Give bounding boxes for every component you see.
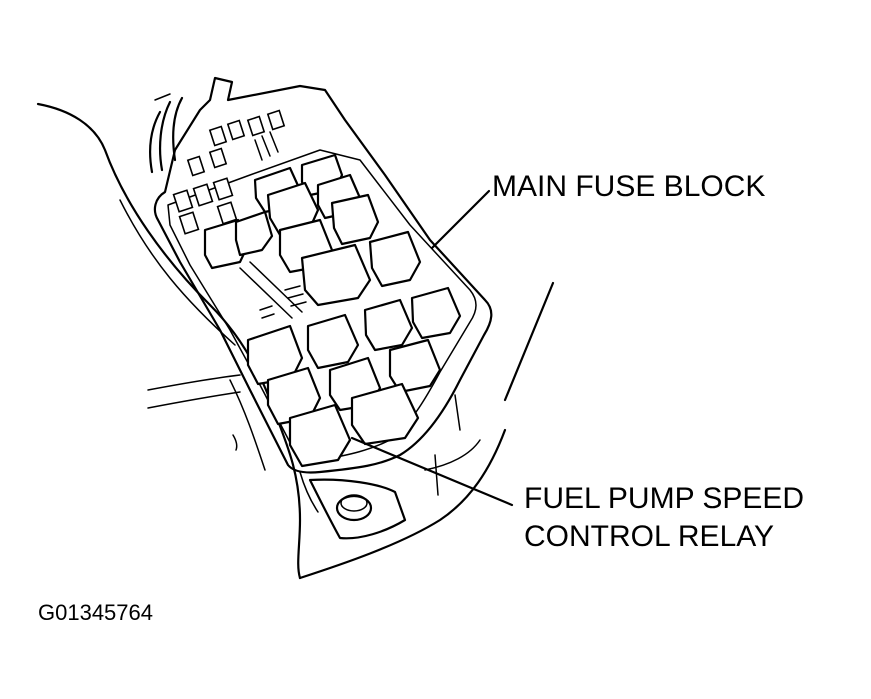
relay-label-line2: CONTROL RELAY xyxy=(524,520,774,553)
relay-label-line1: FUEL PUMP SPEED xyxy=(524,482,804,515)
figure-id: G01345764 xyxy=(38,600,153,625)
fuel-pump-speed-control-relay xyxy=(288,403,352,468)
vehicle-body-outline xyxy=(36,102,555,580)
relays-upper xyxy=(203,153,422,307)
wire-harness xyxy=(149,93,184,174)
main-fuse-block-label: MAIN FUSE BLOCK xyxy=(492,170,765,203)
relays-lower xyxy=(246,286,462,468)
leader-lines xyxy=(350,189,514,507)
fuse-slots xyxy=(172,109,307,319)
